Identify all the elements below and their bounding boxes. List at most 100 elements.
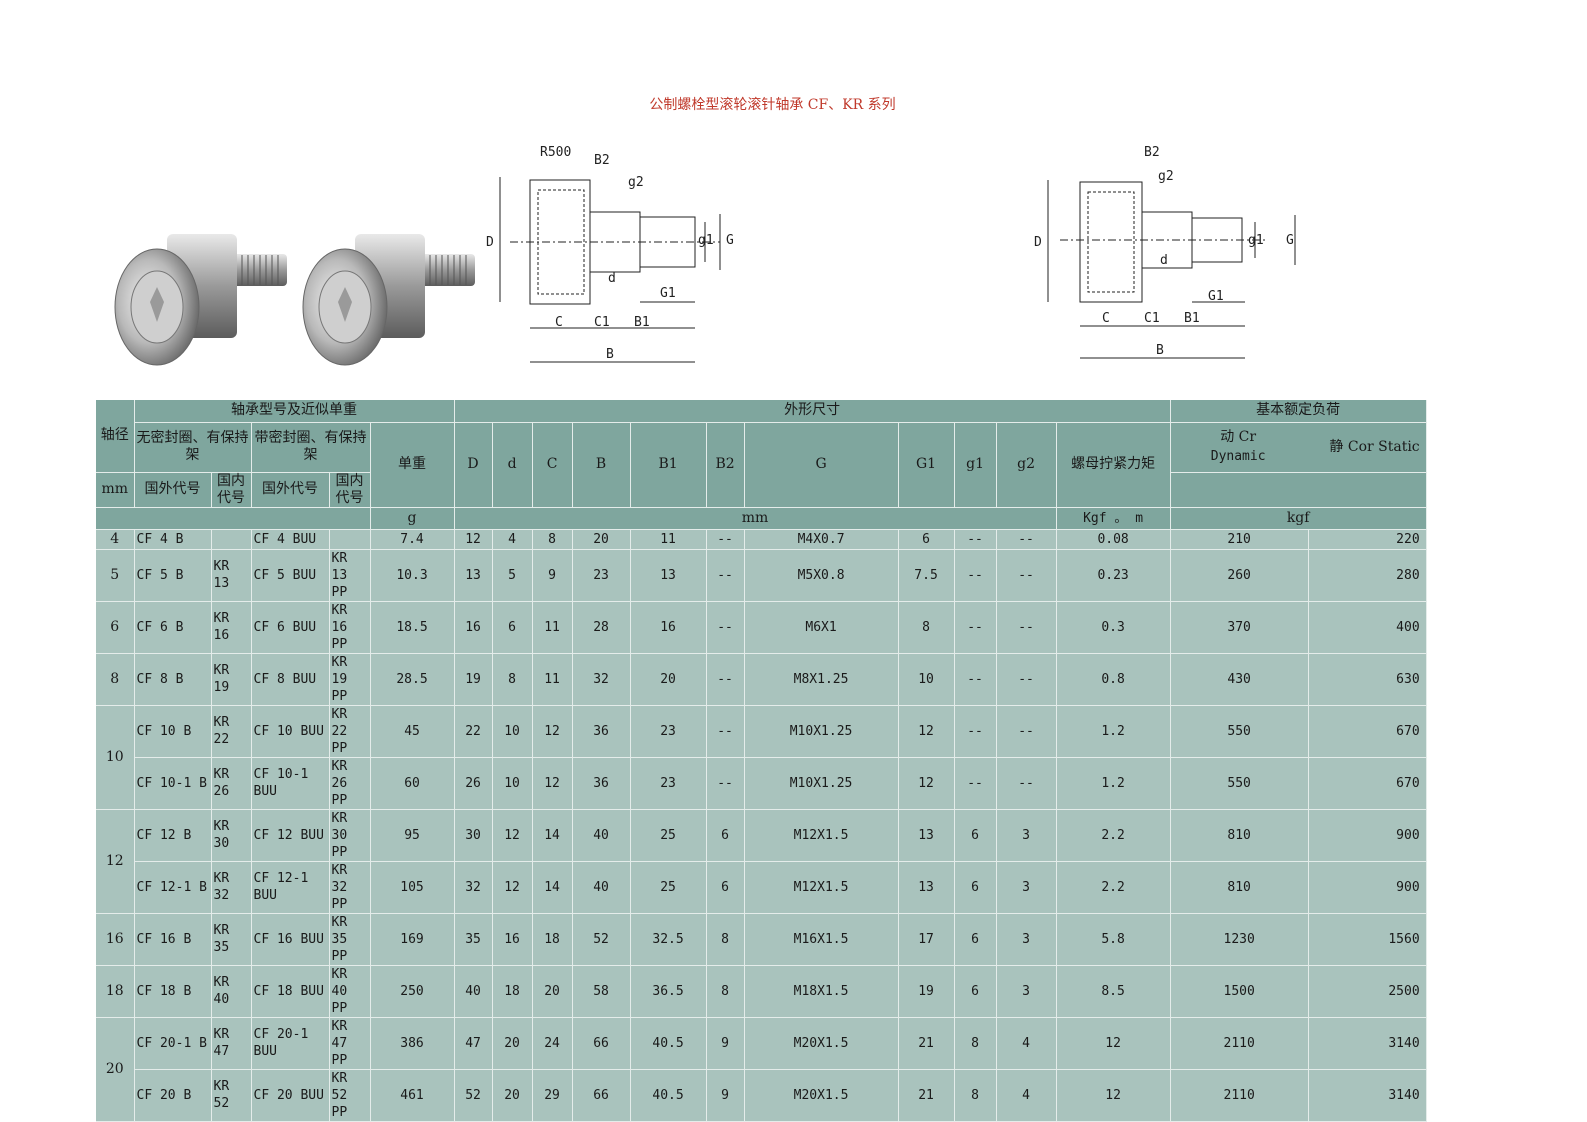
cell-B: 40 xyxy=(572,861,631,914)
cell-dyn: 2110 xyxy=(1170,1069,1309,1122)
cell-D: 30 xyxy=(454,809,493,862)
cell-G: M16X1.5 xyxy=(744,913,899,966)
cell-g2: 4 xyxy=(996,1017,1057,1070)
cell-C: 11 xyxy=(532,653,573,706)
cell-g1: 6 xyxy=(954,809,997,862)
label-g1-small-2: g1 xyxy=(1248,233,1264,248)
cell-B: 36 xyxy=(572,757,631,810)
header-shaft: 轴径 xyxy=(96,400,135,473)
technical-drawing-sealed: R500 B2 g2 D d g1 G G1 C C1 B1 B xyxy=(480,142,760,370)
header-dims-group: 外形尺寸 xyxy=(454,400,1171,423)
cell-dyn: 210 xyxy=(1170,529,1309,550)
cell-st: 900 xyxy=(1308,809,1427,862)
label-g2-2: g2 xyxy=(1158,169,1174,184)
cell-w: 18.5 xyxy=(370,601,455,654)
cell-krs: KR 47 PP xyxy=(329,1017,371,1070)
cell-G: M6X1 xyxy=(744,601,899,654)
cell-C: 14 xyxy=(532,861,573,914)
cell-B: 32 xyxy=(572,653,631,706)
cell-g1: -- xyxy=(954,653,997,706)
cell-dyn: 550 xyxy=(1170,757,1309,810)
header-load-group: 基本额定负荷 xyxy=(1170,400,1427,423)
cell-B1: 40.5 xyxy=(630,1069,707,1122)
cell-cfs: CF 10 BUU xyxy=(251,705,330,758)
header-mm: mm xyxy=(96,472,135,508)
cell-t: 2.2 xyxy=(1056,809,1171,862)
header-dynamic-spacer xyxy=(1170,472,1427,508)
cell-cfs: CF 4 BUU xyxy=(251,529,330,550)
cell-t: 12 xyxy=(1056,1069,1171,1122)
cell-g2: -- xyxy=(996,549,1057,602)
cell-shaft: 10 xyxy=(96,705,135,810)
technical-drawing-unsealed: B2 g2 D d g1 G G1 C C1 B1 B xyxy=(1030,140,1310,368)
cell-G1: 10 xyxy=(898,653,955,706)
cell-d: 12 xyxy=(492,809,533,862)
cell-krs: KR 19 PP xyxy=(329,653,371,706)
cell-C: 24 xyxy=(532,1017,573,1070)
cell-krs: KR 22 PP xyxy=(329,705,371,758)
label-g1-small: g1 xyxy=(698,233,714,248)
cell-krs: KR 40 PP xyxy=(329,965,371,1018)
cell-D: 52 xyxy=(454,1069,493,1122)
cell-B2: -- xyxy=(706,653,745,706)
cell-C: 14 xyxy=(532,809,573,862)
cell-krs: KR 26 PP xyxy=(329,757,371,810)
cell-B: 40 xyxy=(572,809,631,862)
cell-cf: CF 16 B xyxy=(134,913,212,966)
cell-cf: CF 10-1 B xyxy=(134,757,212,810)
cell-cfs: CF 20 BUU xyxy=(251,1069,330,1122)
cell-w: 461 xyxy=(370,1069,455,1122)
cell-st: 630 xyxy=(1308,653,1427,706)
cell-B1: 13 xyxy=(630,549,707,602)
cell-shaft: 20 xyxy=(96,1017,135,1122)
cell-w: 95 xyxy=(370,809,455,862)
cell-B1: 23 xyxy=(630,705,707,758)
cell-G1: 21 xyxy=(898,1017,955,1070)
cell-G1: 8 xyxy=(898,601,955,654)
cell-B: 66 xyxy=(572,1017,631,1070)
label-c: C xyxy=(555,315,563,330)
cell-st: 1560 xyxy=(1308,913,1427,966)
unit-g: g xyxy=(370,507,455,530)
cell-t: 0.08 xyxy=(1056,529,1171,550)
cell-st: 670 xyxy=(1308,757,1427,810)
unit-kgf: kgf xyxy=(1170,507,1427,530)
header-G: G xyxy=(744,422,899,508)
cell-d: 16 xyxy=(492,913,533,966)
cell-cfs: CF 12-1 BUU xyxy=(251,861,330,914)
cell-B1: 25 xyxy=(630,809,707,862)
cell-kr: KR 30 xyxy=(211,809,252,862)
cell-G: M10X1.25 xyxy=(744,757,899,810)
cell-G: M12X1.5 xyxy=(744,809,899,862)
cell-w: 45 xyxy=(370,705,455,758)
header-dynamic-static: 动 Cr Dynamic 静 Cor Static xyxy=(1170,422,1427,473)
header-foreign-2: 国外代号 xyxy=(251,472,330,508)
cell-G1: 7.5 xyxy=(898,549,955,602)
cell-kr: KR 19 xyxy=(211,653,252,706)
bearing-photo-1 xyxy=(112,222,297,372)
page-title: 公制螺栓型滚轮滚针轴承 CF、KR 系列 xyxy=(649,97,896,113)
cell-cf: CF 20 B xyxy=(134,1069,212,1122)
cell-krs: KR 35 PP xyxy=(329,913,371,966)
spec-table: 轴径 轴承型号及近似单重 外形尺寸 基本额定负荷 无密封圈、有保持架 带密封圈、… xyxy=(96,400,1427,1122)
cell-cfs: CF 5 BUU xyxy=(251,549,330,602)
cell-shaft: 5 xyxy=(96,549,135,602)
cell-B1: 32.5 xyxy=(630,913,707,966)
header-D: D xyxy=(454,422,493,508)
cell-D: 47 xyxy=(454,1017,493,1070)
cell-B2: 9 xyxy=(706,1069,745,1122)
cell-cf: CF 6 B xyxy=(134,601,212,654)
cell-st: 3140 xyxy=(1308,1017,1427,1070)
cell-D: 32 xyxy=(454,861,493,914)
cell-dyn: 810 xyxy=(1170,861,1309,914)
cell-g2: 3 xyxy=(996,861,1057,914)
cell-B1: 20 xyxy=(630,653,707,706)
cell-B2: -- xyxy=(706,549,745,602)
header-torque: 螺母拧紧力矩 xyxy=(1056,422,1171,508)
cell-w: 250 xyxy=(370,965,455,1018)
cell-w: 10.3 xyxy=(370,549,455,602)
